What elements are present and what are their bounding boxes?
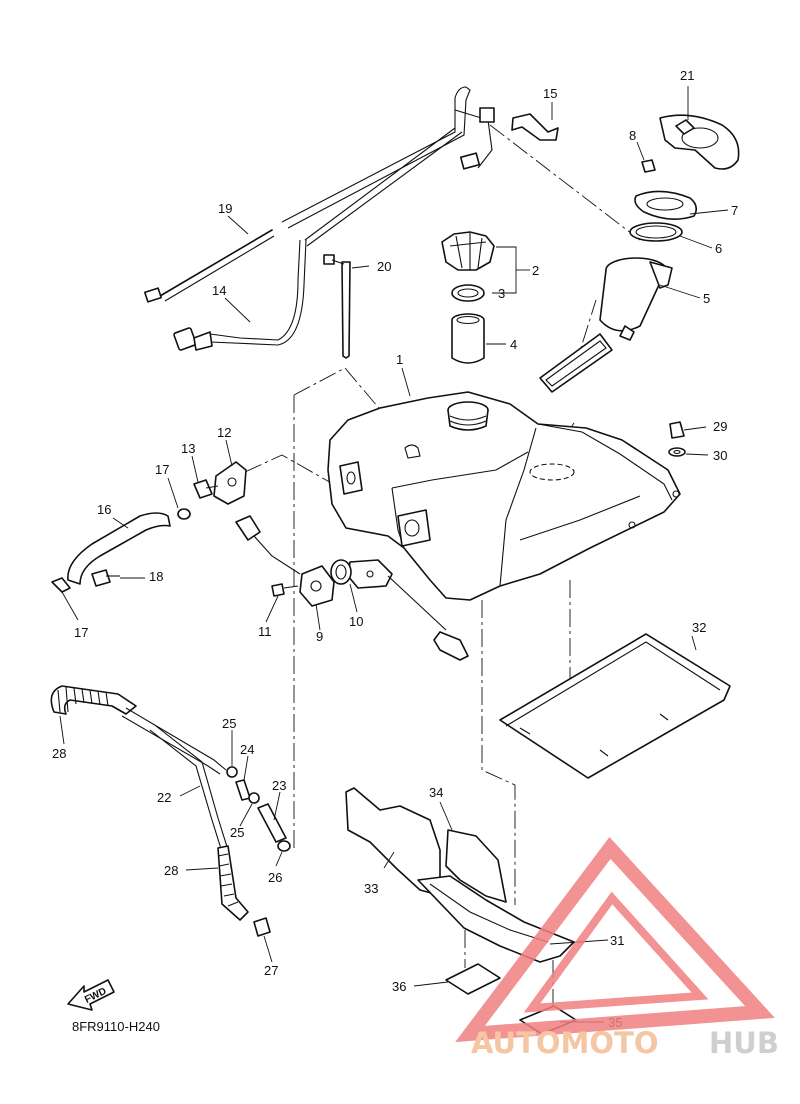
seal-3	[451, 284, 485, 302]
watermark-text-a: AUTOMOTO	[471, 1026, 658, 1060]
callout-21: 21	[680, 68, 694, 83]
joint-24	[235, 779, 251, 801]
clip-26	[277, 840, 291, 852]
fuel-cap-2	[441, 231, 495, 271]
clip-25-upper	[226, 766, 238, 778]
sender-lead	[235, 515, 301, 575]
callout-33: 33	[364, 881, 378, 896]
coupler-icon	[173, 327, 197, 351]
callout-11: 11	[258, 624, 272, 639]
callout-28-upper: 28	[52, 746, 66, 761]
callout-25-lower: 25	[230, 825, 244, 840]
breather-hose-28-upper	[50, 685, 137, 715]
breather-hose-28-lower	[217, 845, 249, 921]
callout-9: 9	[316, 629, 323, 644]
callout-10: 10	[349, 614, 363, 629]
gasket-6	[629, 222, 683, 242]
filler-neck-4	[451, 313, 485, 364]
callout-24: 24	[240, 742, 254, 757]
callout-13: 13	[181, 441, 195, 456]
fwd-arrow-icon: FWD	[67, 979, 115, 1011]
clamp-18	[91, 569, 120, 587]
callout-15: 15	[543, 86, 557, 101]
bracket-9	[299, 565, 335, 607]
callout-19: 19	[218, 201, 232, 216]
callout-14: 14	[212, 283, 226, 298]
fuel-cock-12	[213, 461, 247, 505]
plate-7	[634, 190, 698, 220]
callout-25-upper: 25	[222, 716, 236, 731]
callout-20: 20	[377, 259, 391, 274]
fuel-sender-10	[330, 559, 469, 661]
callout-4: 4	[510, 337, 517, 352]
washer-30	[668, 447, 686, 457]
callout-31: 31	[610, 933, 624, 948]
fuel-hose-16	[67, 512, 171, 585]
callout-12: 12	[217, 425, 231, 440]
callout-22: 22	[157, 790, 171, 805]
bolt-11	[271, 583, 299, 597]
callout-16: 16	[97, 502, 111, 517]
watermark-logo	[455, 837, 775, 1043]
callout-34: 34	[429, 785, 443, 800]
clip-17-lower	[51, 577, 71, 593]
callout-3: 3	[498, 286, 505, 301]
callout-2: 2	[532, 263, 539, 278]
clip-25-lower	[248, 792, 260, 804]
callout-28-lower: 28	[164, 863, 178, 878]
fuel-tank-1	[327, 391, 681, 601]
bolt-29	[669, 421, 685, 439]
callout-26: 26	[268, 870, 282, 885]
coupler-icon	[143, 287, 163, 303]
callout-27: 27	[264, 963, 278, 978]
callout-8: 8	[629, 128, 636, 143]
hose-23	[257, 803, 287, 843]
callout-18: 18	[149, 569, 163, 584]
callout-6: 6	[715, 241, 722, 256]
callout-17-upper: 17	[155, 462, 169, 477]
bolt-8	[641, 159, 656, 173]
clamp-15	[511, 113, 559, 141]
watermark-text-b: HUB	[709, 1026, 779, 1060]
callout-29: 29	[713, 419, 727, 434]
coupler-icon	[479, 107, 495, 123]
panel-32	[499, 633, 731, 779]
cap-27	[253, 917, 271, 937]
panel-34	[445, 829, 507, 903]
callout-36: 36	[392, 979, 406, 994]
fwd-label: FWD	[83, 986, 108, 1006]
clip-17-upper	[177, 508, 191, 520]
callout-7: 7	[731, 203, 738, 218]
pad-36	[445, 963, 501, 995]
fuel-pump-5	[539, 257, 673, 393]
wire-harness	[143, 86, 495, 351]
breather-hose-22	[121, 707, 229, 853]
callout-23: 23	[272, 778, 286, 793]
cable-tie-20	[323, 254, 351, 359]
callout-30: 30	[713, 448, 727, 463]
diagram-part-number: 8FR9110-H240	[72, 1019, 160, 1034]
callout-5: 5	[703, 291, 710, 306]
callout-32: 32	[692, 620, 706, 635]
leader-lines	[59, 86, 729, 1023]
callout-1: 1	[396, 352, 403, 367]
callout-17-lower: 17	[74, 625, 88, 640]
coupler-icon	[459, 152, 481, 170]
bolt-13	[193, 479, 219, 499]
pump-retainer-21	[659, 114, 740, 170]
watermark-text: AUTOMOTO HUB	[471, 1026, 779, 1060]
